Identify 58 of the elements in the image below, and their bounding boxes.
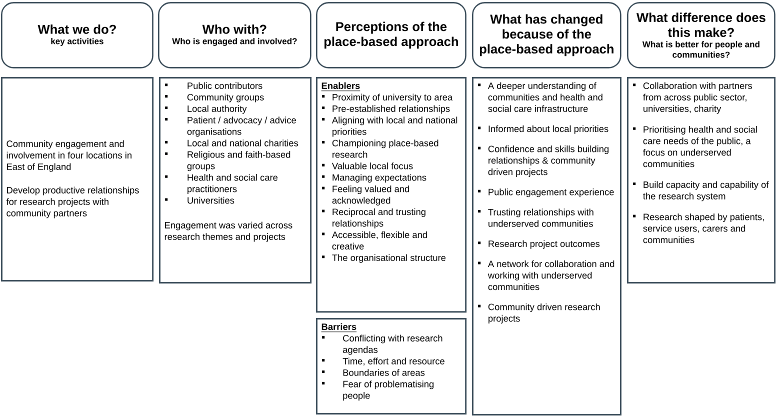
bullet-item: Health and social care practitioners bbox=[165, 174, 278, 194]
content-box bbox=[159, 77, 312, 284]
bullet-item: Pre-established relationships bbox=[322, 105, 450, 114]
bullet-item: Championing place-based research bbox=[322, 140, 438, 158]
content-box bbox=[472, 77, 622, 416]
column-heading: Who with? bbox=[202, 24, 266, 34]
column-subheading: key activities bbox=[51, 38, 104, 46]
column-heading: Perceptions of the place-based approach bbox=[324, 22, 458, 49]
bullet-item: A deeper understanding of communities and health and social care infrastructure bbox=[478, 82, 602, 112]
bullet-item: Collaboration with partners from across public sector, universities, charity bbox=[633, 82, 752, 114]
bullet-item: Accessible, flexible and creative bbox=[322, 231, 427, 250]
bullet-item: Research shaped by patients, service users, carers and communities bbox=[633, 213, 764, 244]
bullet-item: Build capacity and capability of the research system bbox=[633, 181, 769, 202]
body-text: Develop productive relationships for research projects with community partners bbox=[6, 186, 139, 218]
bullet-item: Conflicting with research agendas bbox=[322, 334, 442, 355]
content-box bbox=[627, 77, 776, 284]
column-heading: What has changed because of the place-based approach bbox=[480, 14, 614, 56]
column-subheading: Who is engaged and involved? bbox=[172, 38, 297, 46]
content-box bbox=[316, 77, 467, 313]
column-heading: What difference does this make? bbox=[636, 12, 766, 37]
bullet-item: Reciprocal and trusting relationships bbox=[322, 208, 426, 228]
bullet-item: Trusting relationships with underserved communities bbox=[478, 208, 594, 227]
list-heading: Barriers bbox=[321, 323, 357, 332]
column-subheading: What is better for people and communities? bbox=[642, 41, 760, 58]
bullet-item: Research project outcomes bbox=[478, 240, 600, 249]
bullet-item: Managing expectations bbox=[322, 174, 426, 183]
content-box bbox=[1, 77, 154, 282]
bullet-item: Prioritising health and social care needs of the public, a focus on underserved communities bbox=[633, 126, 757, 168]
heading-box bbox=[472, 2, 622, 68]
bullet-item: Fear of problematising people bbox=[322, 380, 434, 401]
bullet-item: Public engagement experience bbox=[478, 188, 614, 198]
body-text: Community engagement and involvement in four locations in East of England bbox=[6, 140, 132, 172]
bullet-item: Patient / advocacy / advice organisations bbox=[165, 116, 296, 137]
heading-box bbox=[316, 2, 466, 68]
content-box bbox=[316, 318, 467, 415]
bullet-item: Aligning with local and national priorities bbox=[322, 116, 458, 137]
heading-box bbox=[1, 2, 154, 68]
bullet-item: Time, effort and resource bbox=[322, 358, 444, 366]
bullet-item: Valuable local focus bbox=[322, 162, 413, 170]
bullet-item: Community groups bbox=[165, 94, 264, 102]
column-heading: What we do? bbox=[38, 24, 116, 34]
bullet-item: Local authority bbox=[165, 105, 247, 114]
bullet-item: Informed about local priorities bbox=[478, 125, 608, 134]
bullet-item: Universities bbox=[165, 196, 234, 204]
body-text: Engagement was varied across research themes and projects bbox=[164, 222, 292, 242]
bullet-item: Religious and faith-based groups bbox=[165, 151, 290, 172]
bullet-item: Proximity of university to area bbox=[322, 94, 453, 102]
heading-box bbox=[627, 2, 776, 68]
bullet-item: Local and national charities bbox=[165, 140, 298, 146]
bullet-item: A network for collaboration and working with underserved communities bbox=[478, 260, 614, 290]
bullet-item: Community driven research projects bbox=[478, 303, 600, 324]
bullet-item: Boundaries of areas bbox=[322, 369, 425, 376]
bullet-item: Public contributors bbox=[165, 82, 262, 89]
heading-box bbox=[158, 2, 312, 68]
bullet-item: The organisational structure bbox=[322, 254, 446, 263]
bullet-item: Confidence and skills building relationships & community driven projects bbox=[478, 145, 608, 177]
bullet-item: Feeling valued and acknowledged bbox=[322, 185, 410, 206]
list-heading: Enablers bbox=[321, 82, 360, 92]
